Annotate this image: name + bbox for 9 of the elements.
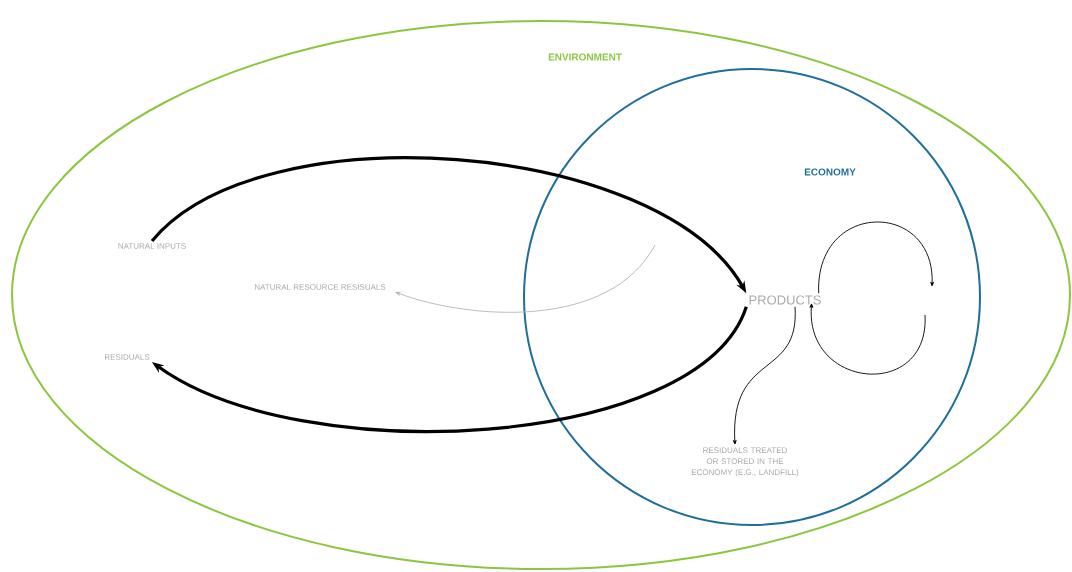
node-label: NATURAL INPUTS: [118, 243, 186, 249]
node-label: NATURAL RESOURCE RESISUALS: [254, 284, 386, 290]
arrow: [809, 303, 926, 375]
arrow: [732, 306, 796, 445]
arrow: [395, 244, 656, 313]
node-label: RESIDUALS TREATED OR STORED IN THE ECONOMY (E.G., LANDFILL): [691, 447, 799, 477]
node-label: PRODUCTS: [749, 295, 821, 305]
node-label: RESIDUALS: [105, 354, 150, 360]
arrow: [818, 221, 935, 294]
